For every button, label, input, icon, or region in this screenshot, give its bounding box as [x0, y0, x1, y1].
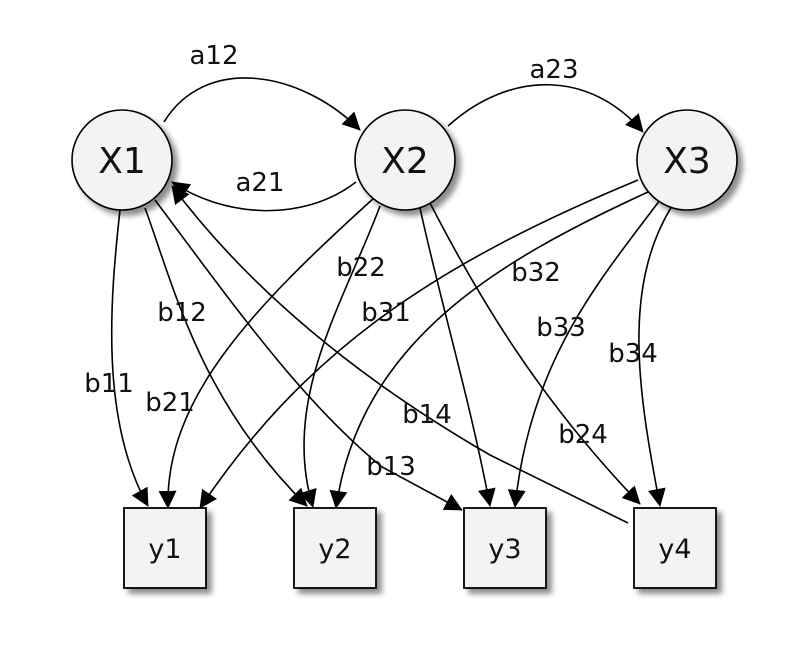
- latent-node-x3: [636, 109, 738, 211]
- edge-label-b34: b34: [608, 339, 658, 369]
- edge-b11: [110, 209, 149, 507]
- latent-node-x1: [71, 109, 173, 211]
- edge-b13: [154, 199, 463, 511]
- observed-node-y1: [123, 507, 207, 589]
- node-label-y3: y3: [488, 534, 521, 565]
- edge-a21: [171, 181, 357, 212]
- edge-label-b21: b21: [145, 388, 195, 418]
- observed-node-y4: [633, 507, 717, 589]
- edges: [110, 77, 673, 524]
- latent-node-x2: [354, 109, 456, 211]
- edge-label-a23: a23: [529, 55, 578, 85]
- node-label-x3: X3: [663, 141, 711, 182]
- edge-labels: a12 a21 a23 b11 b12 b13 b14 b21 b22 b24 …: [84, 41, 658, 482]
- node-label-x1: X1: [98, 141, 146, 182]
- edge-b32: [329, 191, 649, 509]
- node-label-y1: y1: [148, 534, 181, 565]
- edge-b23: [419, 207, 496, 507]
- edge-label-b24: b24: [558, 420, 608, 450]
- node-label-y2: y2: [318, 534, 351, 565]
- observed-node-y2: [293, 507, 377, 589]
- edge-label-a12: a12: [189, 41, 238, 71]
- edge-b34: [638, 205, 673, 507]
- edge-b12: [144, 207, 308, 507]
- edge-label-b12: b12: [157, 298, 207, 328]
- edge-b31: [199, 179, 639, 509]
- edge-b14: [171, 185, 629, 524]
- edge-a12: [163, 77, 361, 131]
- node-label-x2: X2: [381, 141, 429, 182]
- node-label-y4: y4: [658, 534, 691, 565]
- edge-label-b33: b33: [536, 313, 586, 343]
- edge-b22: [299, 205, 381, 508]
- edge-label-b31: b31: [361, 298, 411, 328]
- edge-label-b14: b14: [402, 400, 452, 430]
- edge-b33: [507, 199, 661, 508]
- edge-a23: [447, 83, 644, 133]
- edge-b24: [429, 202, 641, 505]
- latent-nodes: X1 X2 X3: [71, 109, 738, 211]
- edge-label-b13: b13: [366, 452, 416, 482]
- observed-nodes: y1 y2 y3 y4: [123, 507, 717, 589]
- edge-b21: [158, 197, 375, 509]
- edge-label-a21: a21: [235, 168, 284, 198]
- edge-label-b32: b32: [511, 258, 561, 288]
- edge-label-b11: b11: [84, 369, 134, 399]
- observed-node-y3: [463, 507, 547, 589]
- edge-label-b22: b22: [336, 253, 386, 283]
